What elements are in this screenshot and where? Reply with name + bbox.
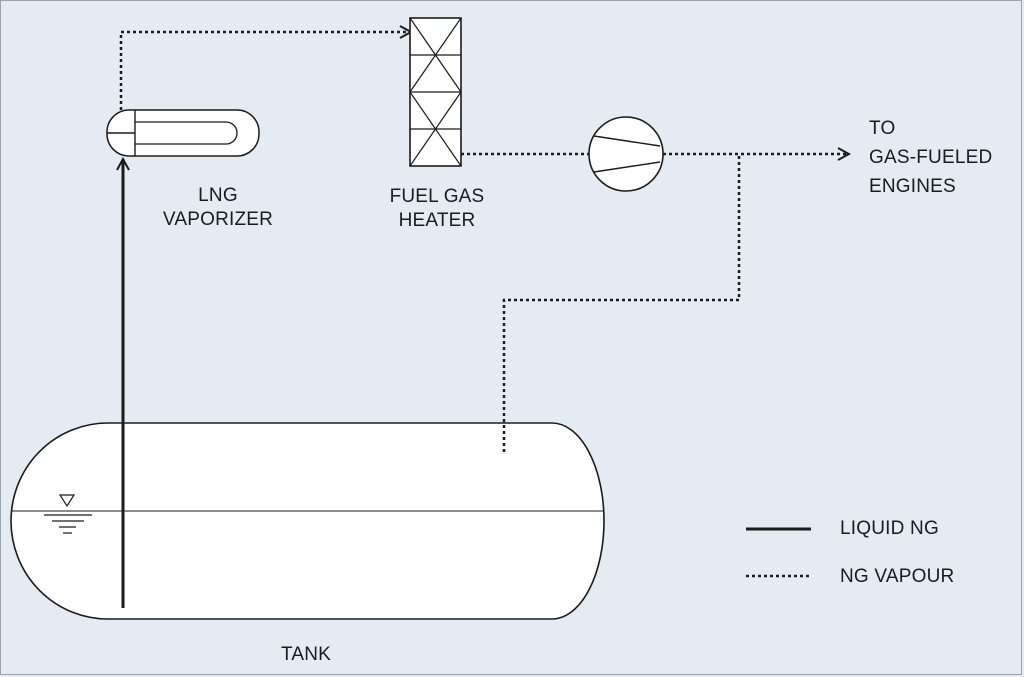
fuel-gas-heater [409,17,462,167]
heater-label-line2: HEATER [398,210,476,231]
legend-vapour-label: NG VAPOUR [840,566,955,587]
destination-label-line2: GAS-FUELED [869,147,993,168]
vapour-line-to-heater [119,32,410,110]
vaporizer-label: LNG VAPORIZER [163,184,273,232]
vaporizer-label-line2: VAPORIZER [162,209,274,230]
destination-label-line1: TO [869,118,896,139]
legend-liquid-label: LIQUID NG [840,518,939,539]
heater-label-line1: FUEL GAS [389,186,485,207]
tank-label: TANK [280,644,332,665]
vaporizer-label-line1: LNG [198,185,238,206]
storage-tank [10,422,605,620]
lng-vaporizer [106,109,260,157]
destination-label-line3: ENGINES [869,176,956,197]
compressor [588,116,664,192]
destination-label: TO GAS-FUELED ENGINES [869,114,992,201]
boil-off-vapour-line [502,154,741,452]
liquid-level-symbol [44,494,92,534]
heater-label: FUEL GAS HEATER [390,185,485,233]
